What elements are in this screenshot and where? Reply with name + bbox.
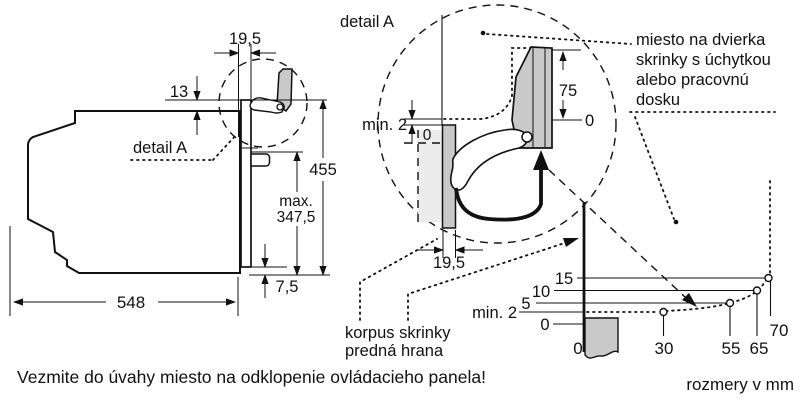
detail-a-title: detail A [340,13,394,31]
swing-arrow-head [533,150,549,170]
data-point-65-10 [752,286,762,295]
cabinet-edge-leader-detail [359,238,438,321]
cabinet-edge-leader-graph [407,240,572,321]
y-label-10: 10 [532,283,550,301]
dim-455-label-bg [305,160,341,179]
dim-19-5d-label: 19,5 [433,254,465,272]
hinge-arm [449,128,529,191]
dim-19-5-label: 19,5 [229,30,261,48]
dim-347-value-label: 347,5 [277,209,316,226]
cabinet-edge-leader-arrowhead [563,238,579,247]
dim-13-label: 13 [170,83,188,101]
dim-548-label-bg [106,293,158,311]
dim-347-max-label: max. [279,193,313,210]
data-point-70-15 [764,273,773,283]
door-space-line-1: miesto na dvierka [636,31,766,49]
bottom-note: Vezmite do úvahy miesto na odklopenie ov… [17,367,486,387]
door-space-line-4: dosku [636,91,680,109]
zero-panel-label: 0 [585,112,594,130]
units-label: rozmery v mm [686,375,794,394]
clearance-curve [665,278,768,312]
min2-label: min. 2 [362,116,407,134]
detail-a-callout-leader [212,133,238,161]
y-label-5: 5 [521,295,530,313]
door-space-line-3: alebo pracovnú [636,71,749,89]
door-space-line-2: skrinky s úchytkou [636,51,771,69]
x-label-55: 55 [722,339,741,358]
y-label-min2: min. 2 [472,304,517,322]
dim-455-label: 455 [309,161,337,179]
cabinet-edge-line-2: predná hrana [345,342,444,360]
data-point-55-5 [725,298,735,308]
detail-circle-small [218,58,308,148]
dim-7-5-label: 7,5 [276,278,299,296]
dim-75-label: 75 [559,82,577,100]
x-label-65: 65 [750,339,769,358]
door-space-leader-diag [634,116,675,220]
clearance-graph: 15 10 5 min. 2 0 0 30 55 65 70 rozmery v… [472,169,794,394]
graph-leader-arrowhead [682,293,697,307]
door-space-annotation: miesto na dvierka skrinky s úchytkou ale… [629,31,776,274]
cabinet-edge-annotation: korpus skrinky predná hrana [345,238,579,360]
data-point-30-2 [659,307,668,317]
y-label-0: 0 [540,316,549,334]
door-latch [250,153,271,167]
x-label-70: 70 [770,321,789,340]
hinge-pivot-small [276,103,284,111]
panel-swing-path [443,47,531,120]
cabinet-edge-line-1: korpus skrinky [345,324,451,342]
x-label-0: 0 [573,339,582,358]
zero-ghost-label: 0 [423,127,432,144]
oven-door-front [240,99,252,268]
x-label-30: 30 [655,339,674,358]
side-view: 19,5 13 455 max. 347,5 7,5 548 detail A [9,30,341,316]
hinge-arm-small [249,97,285,114]
detail-a-callout-label: detail A [133,139,187,157]
dim-347-label-bg [272,193,322,226]
leader-dot [480,30,486,36]
oven-body [27,110,241,274]
swing-arrow [454,168,543,222]
dim-548-label: 548 [117,293,145,312]
door-space-leader-dot [673,219,679,225]
leader-to-door-space [486,33,632,45]
hinge-pivot [521,131,533,143]
y-label-15: 15 [555,270,573,288]
ghost-zone [418,130,442,222]
detail-circle-large [377,4,617,244]
detail-view: detail A 0 min. 2 75 0 [340,4,632,272]
worktop-section [584,317,619,359]
graph-dashed-leader [548,169,687,299]
